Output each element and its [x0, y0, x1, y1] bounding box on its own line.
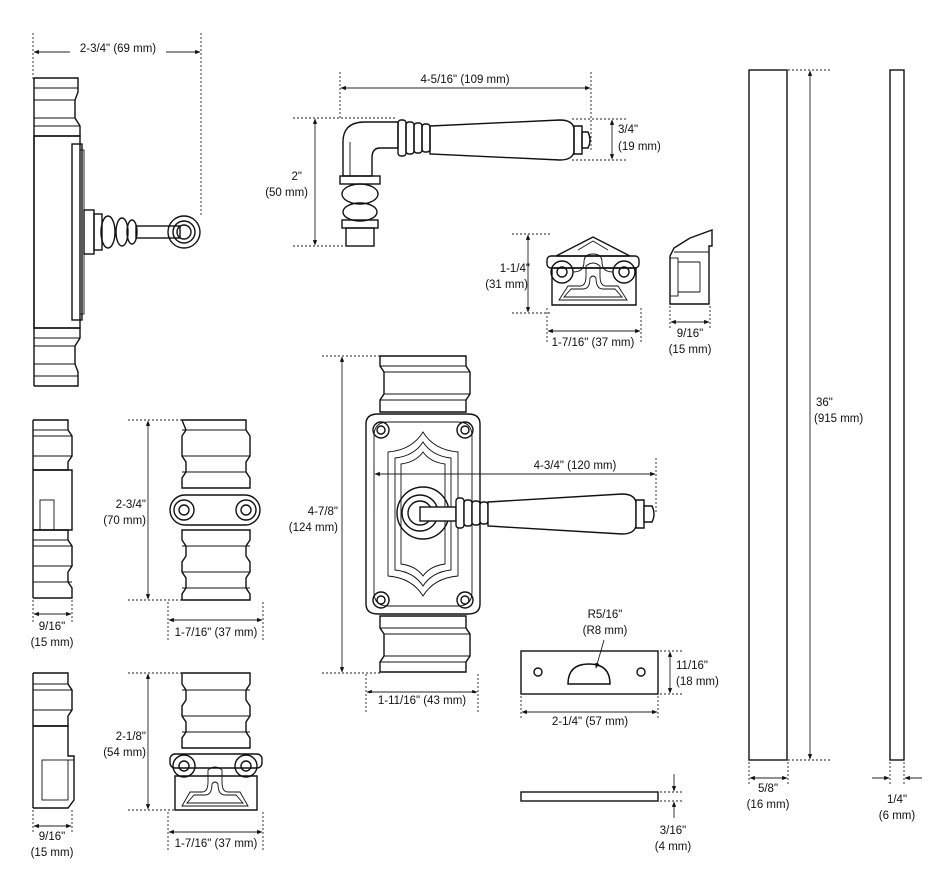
- lower-guide-side-view: 9/16" (15 mm): [31, 672, 75, 859]
- keeper-depth-in: 9/16": [677, 328, 703, 340]
- rail-width-label: 2-3/4" (69 mm): [80, 43, 156, 55]
- lever-height-in: 2": [292, 171, 302, 183]
- lower-guide-front-view: 2-1/8" (54 mm) 1-7/16" (37 mm): [96, 672, 264, 852]
- rod-width-mm: (16 mm): [747, 799, 790, 811]
- strike-height-mm: (18 mm): [676, 676, 719, 688]
- rod-length-in: 36": [816, 397, 833, 409]
- guide-side-depth-mm: (15 mm): [31, 637, 74, 649]
- strike-radius-mm: (R8 mm): [583, 625, 628, 637]
- keeper-height-in: 1-1/4": [500, 263, 530, 275]
- guide-width-label: 1-7/16" (37 mm): [175, 627, 258, 639]
- lower-guide-height-mm: (54 mm): [103, 747, 146, 759]
- lever-length-label: 4-5/16" (109 mm): [420, 74, 509, 86]
- strike-height-in: 11/16": [676, 660, 708, 672]
- lower-side-depth-in: 9/16": [39, 831, 65, 843]
- keeper-front-view: 1-1/4" (31 mm) 1-7/16" (37 mm): [485, 233, 642, 350]
- keeper-width-label: 1-7/16" (37 mm): [552, 337, 635, 349]
- strike-plate-front-view: R5/16" (R8 mm) 11/16" (18 mm) 2-1/4" (57…: [520, 609, 719, 729]
- strike-thickness-in: 3/16": [660, 825, 686, 837]
- guide-height-in: 2-3/4": [116, 499, 146, 511]
- lever-dia-in: 3/4": [618, 124, 638, 136]
- strike-plate-side-view: 3/16" (4 mm): [520, 774, 692, 853]
- guide-height-mm: (70 mm): [103, 515, 146, 527]
- backplate-front-view: 4-7/8" (124 mm): [284, 355, 657, 712]
- lower-guide-width-label: 1-7/16" (37 mm): [175, 838, 258, 850]
- rod-thickness-mm: (6 mm): [879, 810, 916, 822]
- rod-front-view: 36" (915 mm) 5/8" (16 mm): [747, 69, 876, 811]
- keeper-height-mm: (31 mm): [485, 279, 528, 291]
- gearbox-side-view: 2-3/4" (69 mm): [32, 33, 202, 387]
- rod-side-view: 1/4" (6 mm): [872, 69, 922, 822]
- keeper-side-view: 9/16" (15 mm): [669, 229, 713, 356]
- strike-length-label: 2-1/4" (57 mm): [552, 716, 628, 728]
- rod-width-in: 5/8": [758, 783, 778, 795]
- lever-dia-mm: (19 mm): [618, 141, 661, 153]
- lever-height-mm: (50 mm): [265, 187, 308, 199]
- keeper-depth-mm: (15 mm): [669, 344, 712, 356]
- plate-height-mm: (124 mm): [289, 522, 338, 534]
- lower-side-depth-mm: (15 mm): [31, 847, 74, 859]
- strike-thickness-mm: (4 mm): [655, 841, 692, 853]
- rod-thickness-in: 1/4": [887, 794, 907, 806]
- guide-front-view: 2-3/4" (70 mm) 1-7/16" (37 mm): [96, 419, 264, 640]
- guide-side-depth-in: 9/16": [39, 621, 65, 633]
- rod-length-mm: (915 mm): [814, 413, 863, 425]
- plate-height-in: 4-7/8": [308, 506, 338, 518]
- plate-lever-projection-label: 4-3/4" (120 mm): [534, 460, 617, 472]
- guide-side-view: 9/16" (15 mm): [31, 419, 74, 649]
- lever-handle-view: 4-5/16" (109 mm) 2" (50 mm) 3/4" (19 mm): [265, 72, 661, 247]
- plate-width-label: 1-11/16" (43 mm): [378, 695, 466, 707]
- strike-radius-in: R5/16": [588, 609, 623, 621]
- lower-guide-height-in: 2-1/8": [116, 731, 146, 743]
